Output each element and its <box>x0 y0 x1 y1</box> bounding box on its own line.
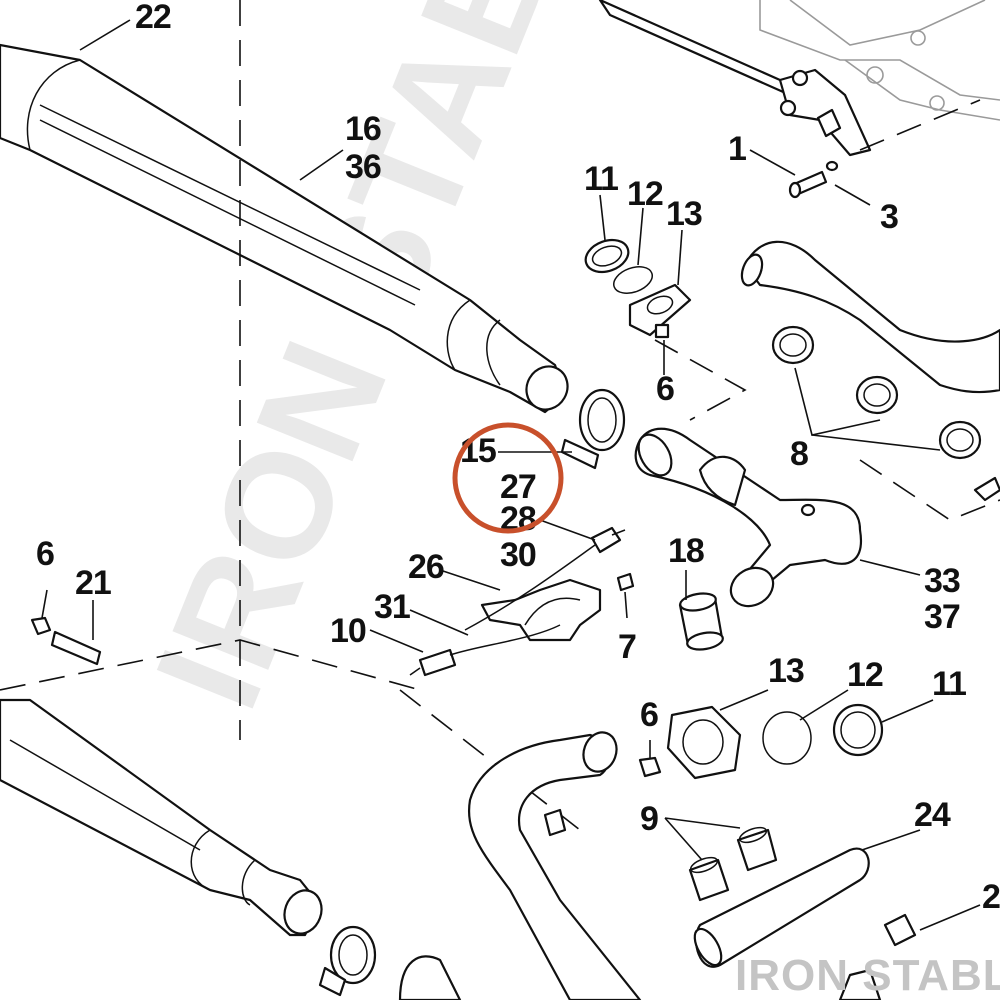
callout-33: 33 <box>924 562 960 600</box>
callout-24: 24 <box>914 796 951 834</box>
clamp-15 <box>560 388 626 470</box>
callout-15: 15 <box>460 432 496 470</box>
callout-6-upper: 6 <box>656 370 674 408</box>
callout-3: 3 <box>880 198 898 236</box>
dash-left <box>0 639 421 691</box>
callout-21: 21 <box>75 564 111 602</box>
dash-line <box>859 99 981 151</box>
callout-11-upper: 11 <box>584 160 618 198</box>
callout-8: 8 <box>790 435 808 473</box>
bottom-parts <box>318 913 917 1000</box>
gasket-stack-lower <box>638 703 884 780</box>
callout-10: 10 <box>330 612 366 650</box>
callout-6-left: 6 <box>36 535 54 573</box>
callout-11-lower: 11 <box>932 665 966 703</box>
upper-muffler <box>0 43 569 414</box>
callout-1: 1 <box>728 130 746 168</box>
callout-12-upper: 12 <box>627 175 663 213</box>
gasket-stack-upper <box>584 238 692 339</box>
callout-7: 7 <box>618 628 636 666</box>
callout-27: 27 <box>500 468 536 506</box>
callout-26: 26 <box>408 548 444 586</box>
callout-6-lower: 6 <box>640 696 658 734</box>
header-pipe-right <box>740 240 1000 502</box>
callout-2-partial: 2 <box>982 878 1000 916</box>
callout-31: 31 <box>374 588 410 626</box>
callout-22: 22 <box>135 0 171 36</box>
callout-labels: 22 16 36 1 3 11 12 13 6 8 15 27 28 30 18… <box>36 0 1000 916</box>
header-pipe-lower <box>468 731 642 1000</box>
crossover-pipe <box>634 427 863 608</box>
callout-12-lower: 12 <box>847 656 883 694</box>
pipe-24 <box>693 847 870 968</box>
dash-upper <box>654 339 747 421</box>
frame-bracket <box>598 0 1000 157</box>
callout-9: 9 <box>640 800 658 838</box>
callout-18: 18 <box>668 532 704 570</box>
clamps-8 <box>771 325 982 460</box>
lower-muffler <box>0 698 323 937</box>
callout-37: 37 <box>924 598 960 636</box>
highlight-circle <box>452 422 564 534</box>
brand-mark: IRON STABLE <box>735 951 1000 1000</box>
callout-30: 30 <box>500 536 536 574</box>
o2-sensor-assembly <box>409 526 635 677</box>
callout-16: 16 <box>345 110 381 148</box>
dash-right <box>859 459 1000 521</box>
clamps-9 <box>688 826 778 902</box>
bolt-1 <box>788 160 839 199</box>
leader-lines <box>41 19 981 931</box>
callout-13-upper: 13 <box>666 195 702 233</box>
sleeve-18 <box>678 592 724 651</box>
stud-21 <box>30 616 102 666</box>
callout-13-lower: 13 <box>768 652 804 690</box>
callout-36: 36 <box>345 148 381 186</box>
